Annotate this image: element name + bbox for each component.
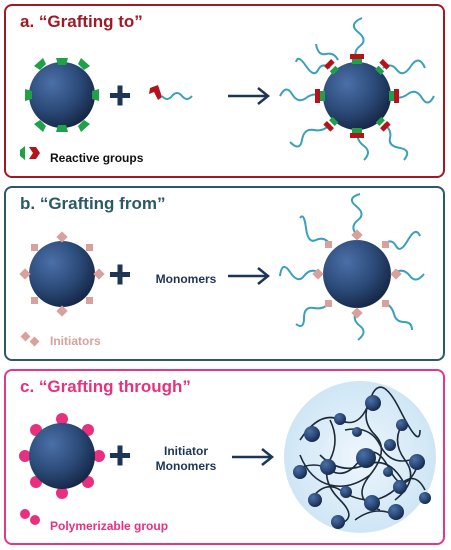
- crosslinked-network: [284, 381, 436, 533]
- initiator-monomers-label: Initiator Monomers: [146, 444, 226, 474]
- plus-icon: [110, 264, 130, 285]
- monomers-label: Monomers: [155, 272, 217, 286]
- initiators-legend: Initiators: [50, 334, 101, 348]
- arrow-icon: [228, 267, 271, 285]
- panel-title: a. “Grafting to”: [20, 12, 143, 31]
- panel-title: b. “Grafting from”: [20, 194, 166, 213]
- bare-particle-with-initiators: [19, 231, 105, 317]
- arrow-icon: [228, 87, 271, 105]
- plus-icon: [110, 445, 130, 466]
- initiator-label: Initiator: [164, 444, 208, 458]
- end-functional-polymer-icon: [149, 85, 193, 100]
- grafted-particle-a: [279, 17, 435, 161]
- polymerizable-group-icon: [20, 509, 40, 525]
- monomers-label: Monomers: [155, 459, 217, 473]
- polymerizable-group-legend: Polymerizable group: [50, 519, 169, 533]
- reactive-groups-legend: Reactive groups: [50, 151, 144, 165]
- plus-icon: [110, 85, 130, 106]
- grafted-particle-b: [279, 193, 425, 341]
- arrow-icon: [232, 448, 275, 466]
- panel-title: c. “Grafting through”: [20, 377, 191, 396]
- bare-particle-with-reactive-groups: [25, 58, 99, 132]
- initiator-icon: [20, 331, 40, 347]
- reactive-group-icon: [20, 146, 40, 160]
- bare-particle-with-polymerizable-groups: [19, 413, 105, 499]
